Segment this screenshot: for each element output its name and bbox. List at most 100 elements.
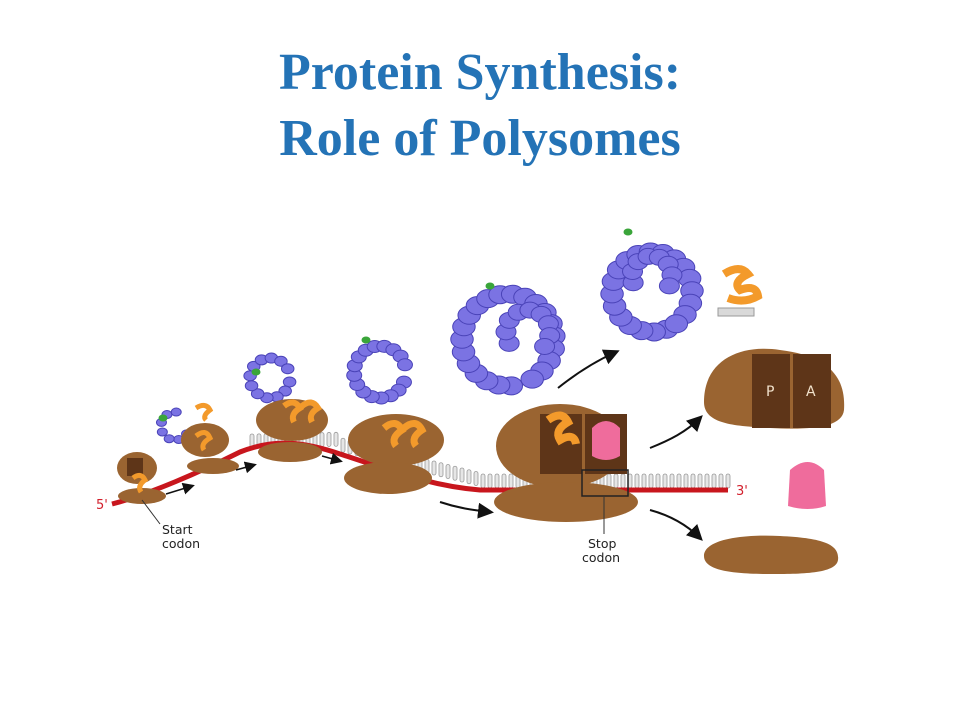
arrow-2 [235, 461, 257, 474]
amino-acid-bead [163, 434, 175, 444]
codon-tick [718, 473, 724, 489]
ribosome-2-trna-top [194, 402, 214, 422]
amino-acid-bead [282, 376, 297, 388]
ribosome-2 [181, 402, 239, 474]
released-release-factor-body [788, 462, 826, 509]
released-large-subunit: P A [704, 348, 845, 429]
amino-acid-bead [658, 277, 680, 295]
three-prime-label: 3' [736, 484, 748, 499]
ribosome-5-release-factor [592, 421, 620, 460]
ribosome-3-small-subunit [258, 442, 322, 462]
amino-acid-bead [170, 407, 182, 417]
arrow-1 [165, 482, 195, 495]
released-trna-body [721, 265, 763, 305]
released-trna-anticodon [717, 307, 755, 317]
arrow-3 [321, 452, 343, 465]
codon-tick [725, 473, 731, 489]
ribosome-5 [494, 404, 638, 522]
start-codon-pointer [141, 499, 161, 525]
codon-tick [494, 473, 500, 489]
amino-acid-bead [244, 380, 259, 392]
codon-tick [480, 473, 486, 489]
codon-tick [508, 473, 514, 489]
flow-arrows [165, 349, 703, 541]
amino-acid-bead [250, 388, 265, 400]
codon-tick [487, 473, 493, 489]
codon-tick [676, 473, 682, 489]
ribosome-4-small-subunit [344, 462, 432, 494]
p-site-label: P [766, 384, 774, 400]
codon-tick [459, 467, 465, 483]
a-site-label: A [806, 384, 816, 400]
ribosome-3 [256, 399, 328, 462]
ribosome-2-small-subunit [187, 458, 239, 474]
stop-codon-box [581, 469, 629, 497]
released-small-subunit [704, 535, 839, 574]
codon-tick [620, 473, 626, 489]
start-codon-label-line-1: Start [162, 522, 193, 537]
five-prime-label: 5' [96, 498, 108, 513]
amino-acid-bead [396, 358, 413, 372]
codon-tick [473, 471, 479, 486]
codon-tick [683, 473, 689, 489]
amino-acid-bead [274, 355, 288, 367]
codon-tick [711, 473, 717, 489]
released-release-factor [788, 462, 826, 509]
ribosome-1 [117, 452, 166, 504]
polypeptide-chains [155, 228, 704, 444]
arrow-6 [649, 415, 703, 449]
codon-tick [319, 432, 325, 448]
ribosome-5-trna [545, 411, 580, 446]
page-title: Protein Synthesis: Role of Polysomes [0, 40, 960, 172]
codon-tick [501, 473, 507, 489]
codon-tick [690, 473, 696, 489]
title-line-1: Protein Synthesis: [278, 44, 682, 101]
codon-tick [662, 473, 668, 489]
codon-tick [431, 460, 437, 476]
ribosome-1-trna [131, 472, 149, 494]
released-trna [717, 265, 763, 317]
codon-tick [704, 473, 710, 489]
n-terminus-cap [485, 282, 495, 290]
codon-tick [634, 473, 640, 489]
arrow-5 [557, 349, 620, 389]
ribosome-5-small-subunit [494, 482, 638, 522]
codon-tick [648, 473, 654, 489]
amino-acid-bead [280, 363, 295, 375]
codon-tick [613, 473, 619, 489]
ribosome-1-site [127, 458, 143, 476]
codon-tick [326, 432, 332, 447]
start-codon-label-line-2: codon [162, 536, 200, 551]
codon-tick [466, 469, 472, 485]
codon-tick [333, 431, 339, 447]
codon-tick [669, 473, 675, 489]
codon-tick [340, 437, 346, 453]
released-p-site [752, 354, 790, 428]
arrow-7 [649, 509, 703, 541]
codon-tick [655, 473, 661, 489]
codon-tick [445, 464, 451, 479]
amino-acid-bead [664, 314, 689, 334]
codon-ticks [249, 431, 731, 489]
ribosome-2-trna [194, 430, 214, 452]
arrow-4 [439, 501, 494, 519]
n-terminus-cap [251, 368, 261, 376]
released-small-subunit-body [704, 535, 839, 574]
ribosome-1-small-subunit [118, 488, 166, 504]
n-terminus-cap [361, 336, 371, 344]
stop-codon-label-line-2: codon [582, 550, 620, 565]
amino-acid-bead [156, 427, 168, 437]
codon-tick [452, 465, 458, 481]
amino-acid-bead [534, 337, 556, 355]
codon-tick [641, 473, 647, 489]
title-line-2: Role of Polysomes [279, 110, 681, 167]
n-terminus-cap [623, 228, 633, 236]
ribosome-4 [344, 414, 444, 494]
n-terminus-cap [158, 414, 168, 422]
released-a-site [793, 354, 831, 428]
stop-codon-label-line-1: Stop [588, 536, 616, 551]
ribosome-4-trna [381, 420, 427, 449]
ribosome-3-trna [282, 399, 323, 424]
codon-tick [697, 473, 703, 489]
